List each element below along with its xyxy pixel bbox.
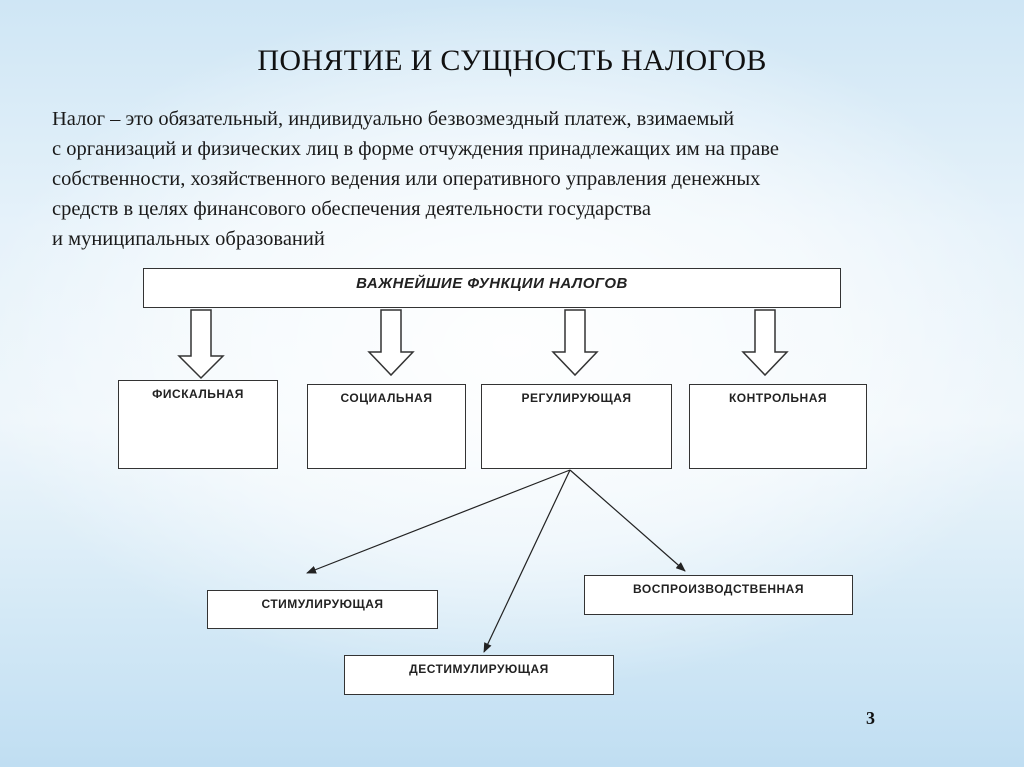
function-social: СОЦИАЛЬНАЯ	[307, 384, 466, 469]
definition-line: средств в целях финансового обеспечения …	[52, 198, 651, 220]
page-number: 3	[866, 708, 875, 728]
tax-functions-header: ВАЖНЕЙШИЕ ФУНКЦИИ НАЛОГОВ	[143, 268, 841, 308]
block-arrow-social	[367, 309, 415, 377]
function-fiscal: ФИСКАЛЬНАЯ	[118, 380, 278, 469]
definition-line: и муниципальных образований	[52, 228, 325, 250]
function-control: КОНТРОЛЬНАЯ	[689, 384, 867, 469]
arrow-to-reproductive	[569, 469, 686, 572]
tax-definition: Налог – это обязательный, индивидуально …	[52, 104, 952, 254]
block-arrow-control	[741, 309, 789, 377]
slide-title: ПОНЯТИЕ И СУЩНОСТЬ НАЛОГОВ	[257, 44, 767, 77]
block-arrow-regulating	[551, 309, 599, 377]
subfunction-stimulating: СТИМУЛИРУЮЩАЯ	[207, 590, 438, 629]
definition-line: Налог – это обязательный, индивидуально …	[52, 108, 735, 130]
definition-line: с организаций и физических лиц в форме о…	[52, 138, 779, 160]
definition-line: собственности, хозяйственного ведения ил…	[52, 168, 761, 190]
subfunction-destimulating: ДЕСТИМУЛИРУЮЩАЯ	[344, 655, 614, 695]
arrow-to-stimulating	[306, 469, 571, 574]
subfunction-reproductive: ВОСПРОИЗВОДСТВЕННАЯ	[584, 575, 853, 615]
block-arrow-fiscal	[177, 309, 225, 380]
function-regulating: РЕГУЛИРУЮЩАЯ	[481, 384, 672, 469]
arrow-to-destimulating	[483, 469, 571, 653]
